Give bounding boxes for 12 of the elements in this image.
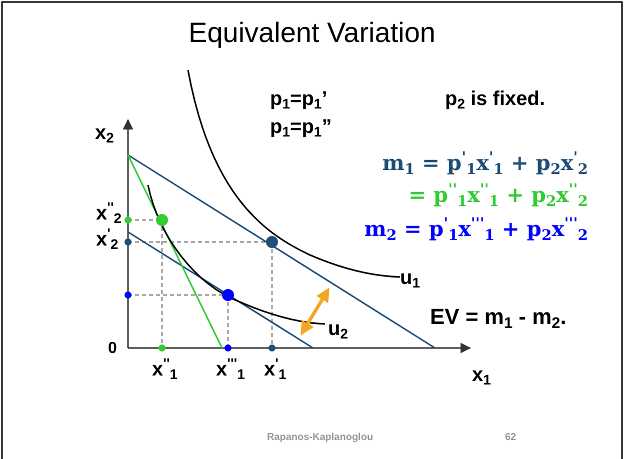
equation: EV = m$_{1}$ - m$_{2}$. (430, 305, 566, 333)
curve-label: u$_{2}$ (328, 318, 348, 342)
price-note: p$_{1}$=p$_{1}$” (270, 116, 332, 140)
note: p$_{2}$ is fixed. (445, 88, 546, 112)
slide-title: Equivalent Variation (188, 18, 436, 49)
page-number: 62 (505, 432, 516, 443)
curve-label: u$_{1}$ (400, 267, 420, 291)
price-note: p$_{1}$=p$_{1}$’ (270, 88, 328, 112)
axis-label: x$_{2}$ (95, 122, 114, 146)
axis-label: x$_{1}$ (472, 364, 491, 388)
tick-label: 0 (108, 340, 117, 358)
footer-text: Rapanos-Kaplanoglou (266, 432, 374, 443)
